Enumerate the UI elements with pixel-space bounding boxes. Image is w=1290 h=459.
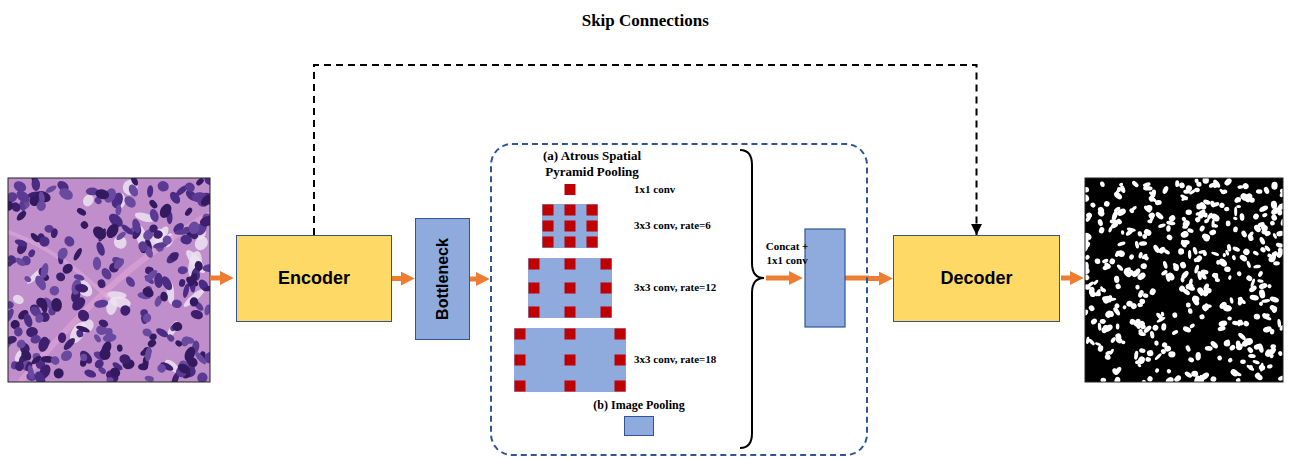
bottleneck-box: Bottleneck (415, 218, 470, 340)
encoder-box: Encoder (236, 235, 392, 322)
flow-arrow (845, 276, 869, 281)
aspp-region: (a) Atrous Spatial Pyramid Pooling (b) Im… (490, 143, 868, 456)
atrous-kernel (514, 328, 626, 392)
skip-connection (314, 65, 977, 235)
node-title: (b) Image Pooling (575, 398, 703, 413)
flow-arrow (766, 276, 793, 281)
flow-arrow (470, 277, 480, 282)
curly-bracket (740, 150, 764, 448)
connector-label: Skip Connections (579, 11, 712, 31)
conv-label: 3x3 conv, rate=6 (634, 219, 711, 233)
flow-arrow (868, 276, 883, 281)
output-mask (1085, 178, 1283, 382)
conv-label: 3x3 conv, rate=18 (634, 353, 716, 367)
pooling-square (624, 416, 654, 436)
node-title: Bottleneck (434, 238, 452, 320)
conv-label: 1x1 conv (634, 183, 675, 197)
image-pooling-box: (b) Image Pooling (575, 398, 703, 436)
node-title: Encoder (278, 268, 350, 289)
atrous-kernel (528, 258, 612, 318)
image-frame (1085, 178, 1283, 382)
flow-arrow (1061, 276, 1074, 281)
decoder-box: Decoder (893, 235, 1060, 322)
conv-label: 3x3 conv, rate=12 (634, 281, 716, 295)
operation-label: Concat + 1x1 conv (758, 240, 816, 268)
input-image (8, 178, 210, 382)
image-frame (8, 178, 210, 382)
atrous-kernel (542, 204, 598, 248)
flow-arrow (392, 276, 405, 281)
node-title: (a) Atrous Spatial Pyramid Pooling (522, 148, 662, 181)
feature-map (805, 229, 845, 327)
node-title: Decoder (940, 268, 1012, 289)
kernel-cell (565, 184, 576, 195)
flow-arrow (210, 276, 224, 281)
